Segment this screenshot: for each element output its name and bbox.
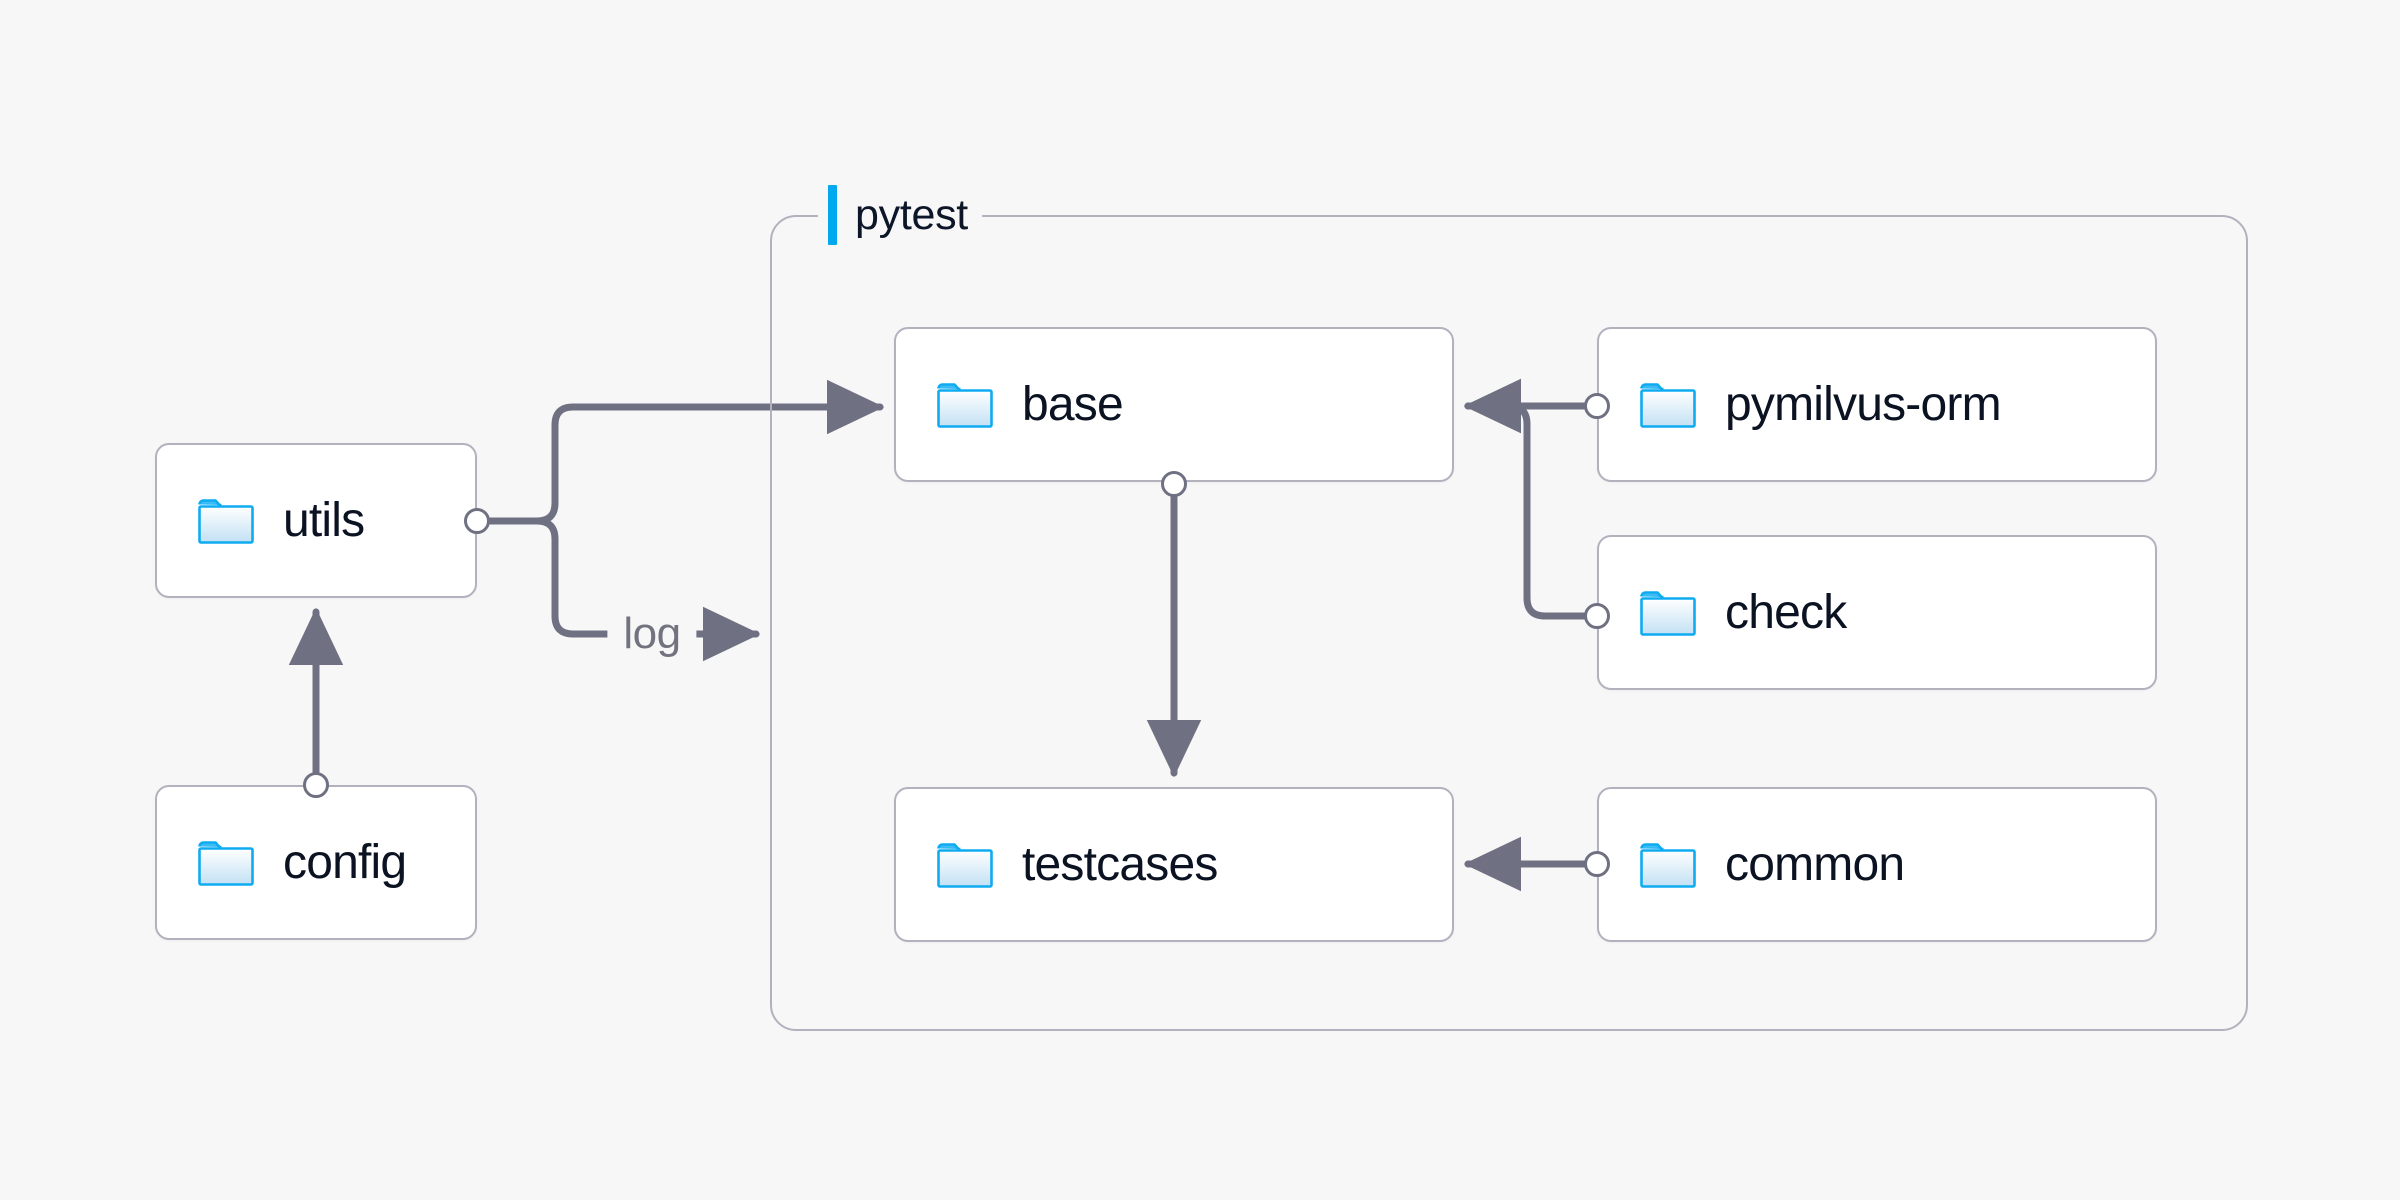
node-common[interactable]: common [1597,787,2157,942]
group-pytest[interactable] [770,215,2248,1031]
port-common-left[interactable] [1584,851,1610,877]
node-utils[interactable]: utils [155,443,477,598]
node-check-label: check [1725,585,1847,639]
group-pytest-label-wrap: pytest [818,184,982,246]
folder-icon [198,498,254,544]
node-utils-label: utils [283,493,365,547]
group-pytest-label: pytest [855,190,968,239]
node-testcases-label: testcases [1022,837,1218,891]
folder-icon [1640,382,1696,428]
node-config-label: config [283,835,407,889]
node-config[interactable]: config [155,785,477,940]
port-utils-right[interactable] [464,508,490,534]
folder-icon [937,842,993,888]
group-accent-bar [828,185,837,245]
node-pymilvus-orm-label: pymilvus-orm [1725,377,2002,431]
node-base[interactable]: base [894,327,1454,482]
port-base-bottom[interactable] [1161,471,1187,497]
folder-icon [937,382,993,428]
port-pymilvus-left[interactable] [1584,393,1610,419]
node-common-label: common [1725,837,1905,891]
folder-icon [1640,590,1696,636]
node-base-label: base [1022,377,1124,431]
folder-icon [198,840,254,886]
port-config-top[interactable] [303,772,329,798]
edge-label-log: log [607,612,697,656]
folder-icon [1640,842,1696,888]
node-testcases[interactable]: testcases [894,787,1454,942]
node-check[interactable]: check [1597,535,2157,690]
edge-utils-log-a [533,517,616,638]
node-pymilvus-orm[interactable]: pymilvus-orm [1597,327,2157,482]
port-check-left[interactable] [1584,603,1610,629]
